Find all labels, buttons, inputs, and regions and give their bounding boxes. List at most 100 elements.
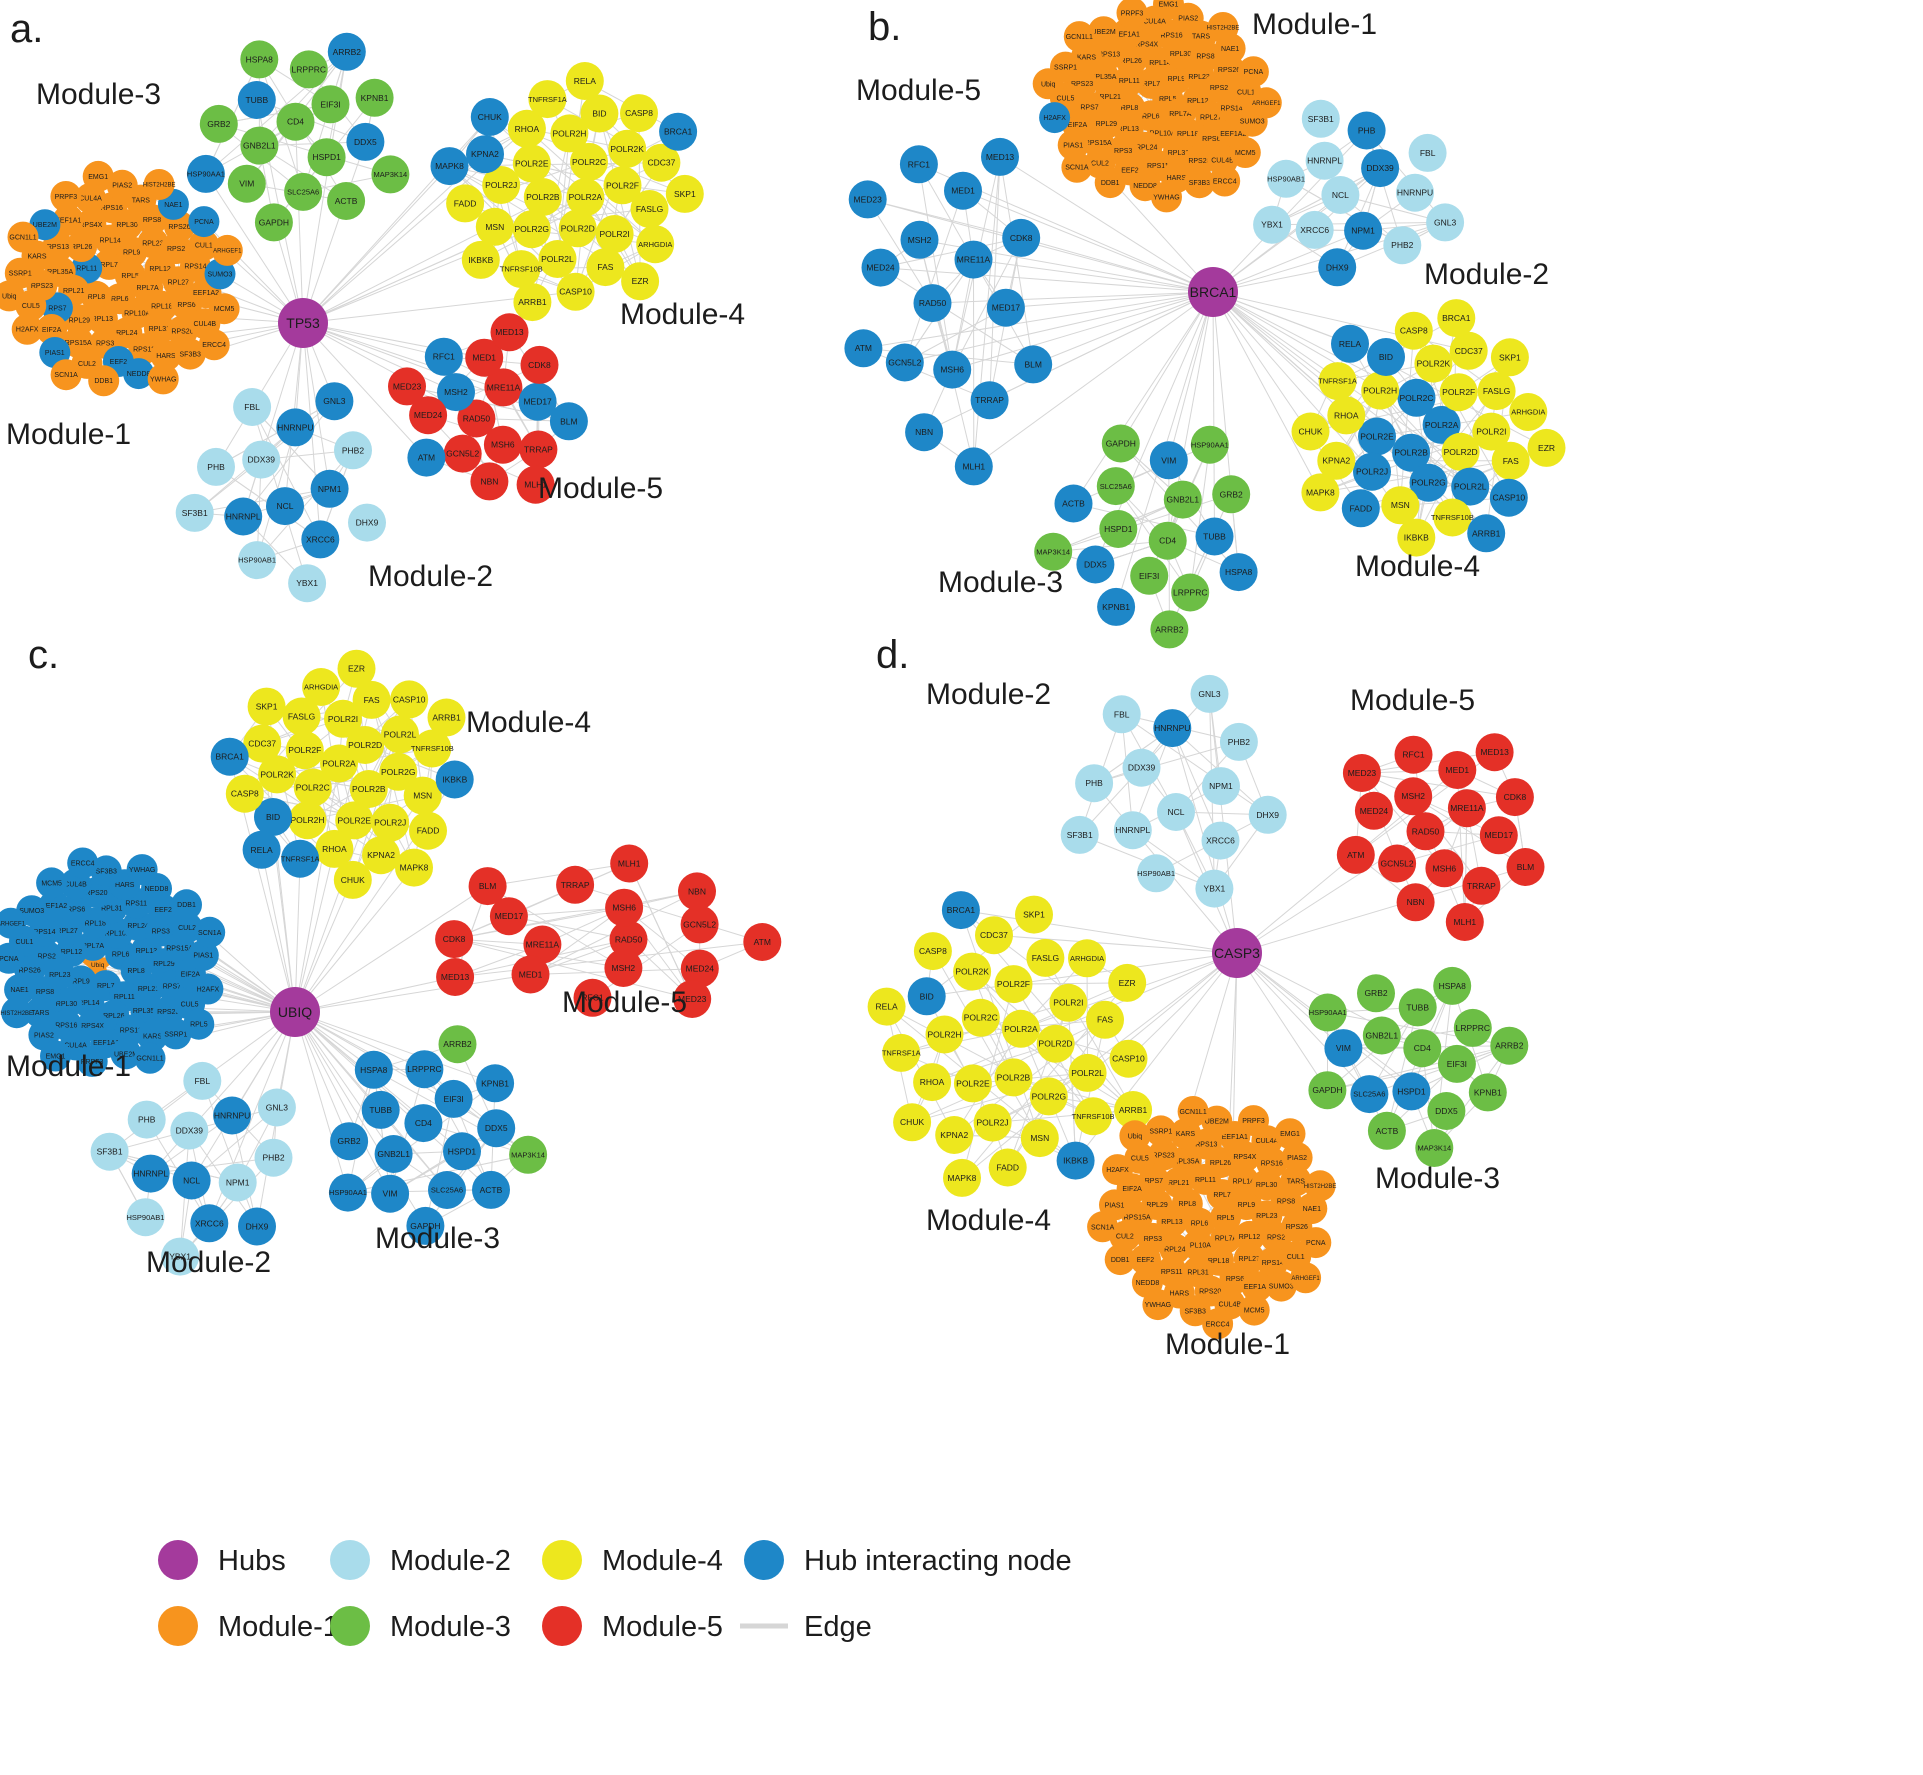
node-POLR2H[interactable]: POLR2H [550,114,589,153]
node-MAPK8[interactable]: MAPK8 [430,147,469,186]
node-SUMO3[interactable]: SUMO3 [204,258,236,290]
node-EMG1[interactable]: EMG1 [1274,1118,1306,1150]
hub-node-CASP3[interactable]: CASP3 [1212,928,1262,978]
node-EIF3I[interactable]: EIF3I [434,1079,473,1118]
node-GNB2L1[interactable]: GNB2L1 [374,1135,413,1173]
node-SCN1A[interactable]: SCN1A [194,916,226,948]
node-MSN[interactable]: MSN [1020,1119,1059,1158]
node-SUMO3[interactable]: SUMO3 [1265,1270,1297,1302]
node-HIST2H2BE[interactable]: HIST2H2BE [0,997,33,1029]
node-GNB2L1[interactable]: GNB2L1 [1362,1016,1401,1055]
node-HSPD1[interactable]: HSPD1 [307,138,346,177]
node-ACTB[interactable]: ACTB [472,1170,510,1209]
node-NBN[interactable]: NBN [470,462,509,501]
node-TNFRSF10B[interactable]: TNFRSF10B [1431,498,1474,537]
node-MSH2[interactable]: MSH2 [900,220,939,259]
node-POLR2I[interactable]: POLR2I [595,215,634,253]
node-TUBB[interactable]: TUBB [361,1090,400,1129]
node-YBX1[interactable]: YBX1 [1253,205,1292,244]
node-CHUK[interactable]: CHUK [1291,412,1330,451]
node-ARHGEF1[interactable]: ARHGEF1 [1290,1262,1322,1294]
node-YWHAG[interactable]: YWHAG [1142,1289,1174,1321]
node-POLR2B[interactable]: POLR2B [523,178,562,216]
node-PRPF3[interactable]: PRPF3 [1238,1105,1269,1137]
node-MED23[interactable]: MED23 [848,180,887,219]
node-MRE11A[interactable]: MRE11A [954,240,993,279]
node-ARHGDIA[interactable]: ARHGDIA [636,225,675,264]
node-BLM[interactable]: BLM [1506,848,1545,886]
node-XRCC6[interactable]: XRCC6 [190,1204,229,1243]
node-ERCC4[interactable]: ERCC4 [1209,165,1241,197]
node-GNL3[interactable]: GNL3 [257,1088,296,1127]
node-FADD[interactable]: FADD [1341,489,1380,528]
node-HSPA8[interactable]: HSPA8 [1433,966,1472,1005]
node-GCN1L1[interactable]: GCN1L1 [134,1042,166,1074]
node-XRCC6[interactable]: XRCC6 [301,520,340,559]
node-POLR2K[interactable]: POLR2K [258,755,297,794]
node-ERCC4[interactable]: ERCC4 [67,847,99,879]
node-MED17[interactable]: MED17 [986,288,1025,327]
node-POLR2J[interactable]: POLR2J [1353,452,1391,491]
node-DDX5[interactable]: DDX5 [346,122,385,161]
node-HSP90AA1[interactable]: HSP90AA1 [1190,425,1229,464]
node-RHOA[interactable]: RHOA [507,109,546,148]
node-BLM[interactable]: BLM [1014,345,1053,384]
node-CUL1[interactable]: CUL1 [188,229,220,261]
node-FASLG[interactable]: FASLG [1026,938,1065,977]
node-GAPDH[interactable]: GAPDH [254,203,293,242]
node-RELA[interactable]: RELA [867,987,906,1026]
node-BLM[interactable]: BLM [468,867,507,906]
node-HNRNPL[interactable]: HNRNPL [1305,141,1344,180]
node-FASLG[interactable]: FASLG [282,697,321,736]
node-RPS20[interactable]: RPS20 [1183,145,1215,176]
node-H2AFX[interactable]: H2AFX [1039,102,1071,134]
node-KPNB1[interactable]: KPNB1 [476,1064,515,1103]
node-POLR2D[interactable]: POLR2D [558,209,597,248]
node-MCM5[interactable]: MCM5 [1238,1294,1270,1326]
node-SCN1A[interactable]: SCN1A [50,359,82,391]
node-POLR2H[interactable]: POLR2H [1361,371,1400,410]
node-CD4[interactable]: CD4 [404,1104,443,1143]
node-EEF1A2[interactable]: EEF1A2 [1241,1271,1273,1302]
node-CD4[interactable]: CD4 [1403,1029,1442,1068]
node-BRCA1[interactable]: BRCA1 [941,891,980,930]
node-MED23[interactable]: MED23 [1342,754,1381,792]
node-DDB1[interactable]: DDB1 [1094,167,1126,199]
node-POLR2G[interactable]: POLR2G [379,752,418,791]
node-MED17[interactable]: MED17 [518,382,557,421]
node-SF3B3[interactable]: SF3B3 [1183,167,1215,199]
node-MED24[interactable]: MED24 [409,396,448,435]
node-MED13[interactable]: MED13 [981,137,1019,176]
node-POLR2K[interactable]: POLR2K [608,129,647,168]
node-HNRNPL[interactable]: HNRNPL [224,497,263,536]
node-RPL23[interactable]: RPL23 [137,227,169,259]
node-DDX39[interactable]: DDX39 [1361,149,1400,188]
node-RAD50[interactable]: RAD50 [1406,812,1445,851]
node-SF3B1[interactable]: SF3B1 [90,1132,129,1171]
node-DDX5[interactable]: DDX5 [1076,545,1115,584]
node-HNRNPU[interactable]: HNRNPU [1153,709,1192,748]
node-NPM1[interactable]: NPM1 [1344,211,1383,250]
node-HSP90AA1[interactable]: HSP90AA1 [328,1173,367,1212]
node-POLR2J[interactable]: POLR2J [973,1103,1012,1142]
node-ACTB[interactable]: ACTB [327,182,366,220]
node-PHB[interactable]: PHB [1347,111,1386,150]
node-ARHGEF1[interactable]: ARHGEF1 [0,907,27,939]
node-GCN1L1[interactable]: GCN1L1 [1177,1096,1209,1127]
node-PIAS2[interactable]: PIAS2 [1281,1142,1313,1174]
node-CHUK[interactable]: CHUK [333,860,372,899]
node-KPNA2[interactable]: KPNA2 [466,135,504,174]
node-PCNA[interactable]: PCNA [1300,1227,1332,1259]
node-RELA[interactable]: RELA [242,830,281,869]
hub-node-UBIQ[interactable]: UBIQ [270,987,320,1037]
node-MED1[interactable]: MED1 [465,338,504,377]
node-DDB1[interactable]: DDB1 [88,365,120,397]
node-GCN5L2[interactable]: GCN5L2 [680,905,719,944]
node-SKP1[interactable]: SKP1 [1490,338,1529,377]
node-POLR2F[interactable]: POLR2F [285,731,324,770]
node-ARRB1[interactable]: ARRB1 [1467,514,1506,553]
node-ARHGDIA[interactable]: ARHGDIA [302,668,341,706]
node-HSP90AB1[interactable]: HSP90AB1 [1267,159,1306,198]
node-PHB2[interactable]: PHB2 [1383,226,1422,265]
node-BID[interactable]: BID [580,94,619,133]
